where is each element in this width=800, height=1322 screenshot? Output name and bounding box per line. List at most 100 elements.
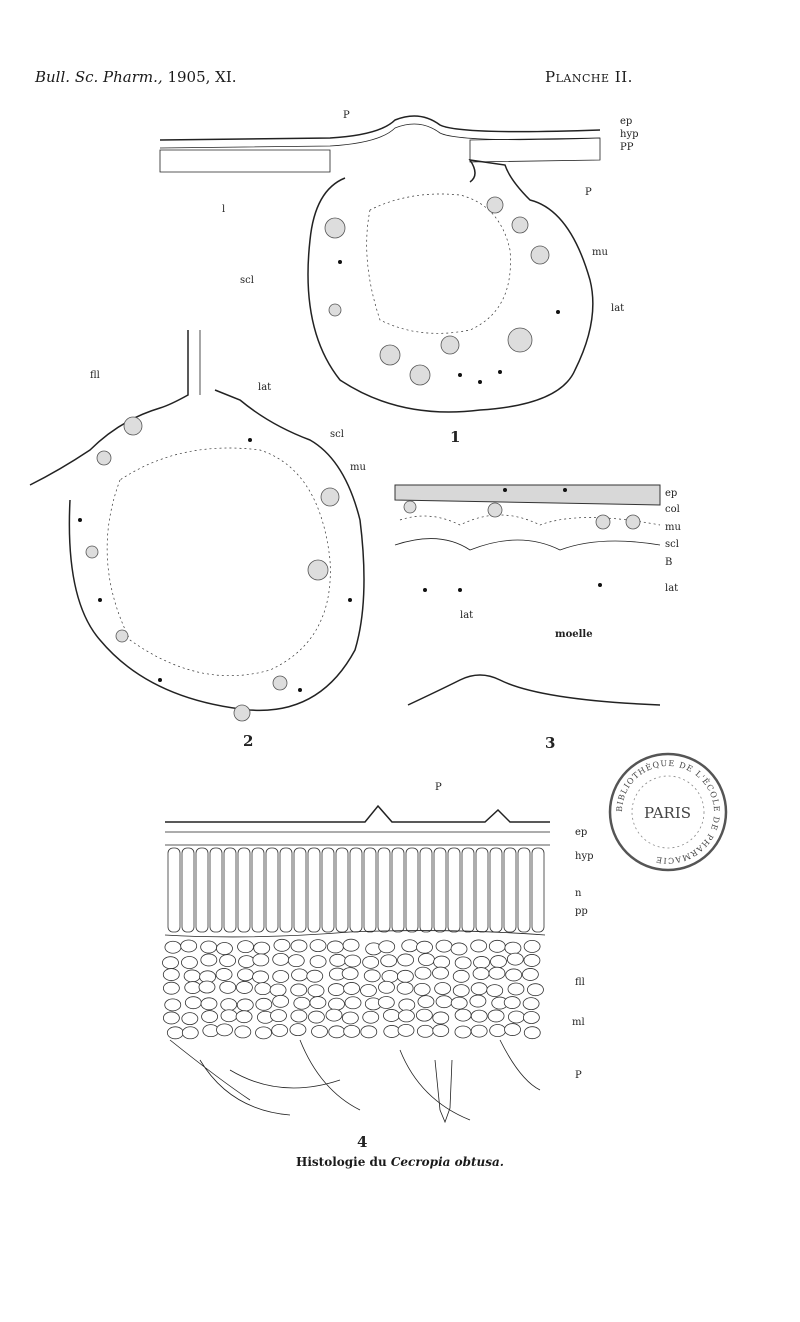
spongy-cell [473,956,490,969]
spongy-cell [415,1008,433,1022]
spongy-cell [215,968,233,981]
spongy-cell [507,982,525,996]
spongy-cell [344,996,362,1010]
spongy-cell [504,941,522,955]
spongy-cell [254,982,272,996]
spongy-cell [271,1024,289,1037]
spongy-cell [290,939,308,953]
figure-2: fll lat scl mu 2 [29,330,366,750]
fig1-label-hyp: hyp [620,129,639,140]
spongy-cell [506,952,524,966]
fig4-label-fll: fll [575,977,585,988]
palisade-cells [167,847,545,933]
palisade-cell [391,847,405,933]
palisade-cell [251,847,265,933]
spongy-cell [452,969,470,983]
fig4-label-ml: ml [572,1017,585,1028]
spongy-cell [344,954,362,968]
spongy-cell [253,941,271,955]
journal-title: Bull. Sc. Pharm., [35,68,163,86]
spongy-cell [435,995,453,1009]
fig4-number: 4 [357,1133,367,1151]
journal-year-volume: 1905, XI. [167,68,237,86]
spongy-cell [184,996,202,1010]
fig4-label-pp: pp [575,906,588,917]
palisade-cell [265,847,279,933]
palisade-cell [223,847,237,933]
fig3-label-col: col [665,504,680,515]
spongy-cell [523,954,541,967]
spongy-cell [309,955,327,968]
spongy-cell [307,984,325,998]
spongy-cell [450,996,468,1010]
spongy-cell [398,1009,415,1023]
spongy-cell [200,997,218,1011]
spongy-cell [325,1008,343,1022]
palisade-cell [531,847,545,933]
spongy-cell [162,1011,180,1025]
spongy-cell [504,1023,521,1036]
spongy-cell [398,998,416,1012]
spongy-cell [234,1025,252,1039]
fig4-label-p-top: P [435,782,442,793]
spongy-cell [417,995,435,1009]
spongy-cell [216,1023,233,1037]
caption-species: Cecropia obtusa. [390,1155,504,1169]
spongy-cell [470,982,488,996]
spongy-cell [432,1024,450,1037]
spongy-cell [272,952,290,966]
spongy-cell [219,980,237,994]
spongy-cell [470,939,488,953]
fig4-label-n: n [575,888,582,899]
fig1-label-mu: mu [592,247,608,258]
spongy-cell [523,1026,541,1040]
palisade-cell [433,847,447,933]
fig1-label-l: l [222,204,225,215]
spongy-cell [309,939,327,953]
spongy-cell [432,966,449,980]
spongy-cell [523,940,541,953]
fig1-label-p: P [343,110,350,121]
fig1-label-lat: lat [611,303,624,314]
spongy-cell [252,970,269,984]
spongy-cell [521,968,539,981]
fig3-label-lat-right: lat [665,583,678,594]
spongy-cell [503,996,521,1009]
spongy-cell [200,940,218,954]
palisade-cell [307,847,321,933]
spongy-cell [383,1025,401,1038]
palisade-cell [447,847,461,933]
fig2-label-scl: scl [330,429,344,440]
spongy-cell [326,940,344,954]
palisade-cell [167,847,181,933]
spongy-cell [162,956,179,970]
fig2-label-fll: fll [90,370,100,381]
spongy-cell [381,970,399,983]
spongy-cell [414,966,432,980]
spongy-cell [416,1024,434,1038]
spongy-cell [216,942,233,955]
plate-number: Planche II. [545,68,633,86]
stamp-center-text: PARIS [644,804,691,822]
spongy-cell [378,980,395,994]
spongy-cell [470,1009,488,1023]
spongy-cell [291,968,308,982]
spongy-cell [235,1010,253,1024]
spongy-cell [252,953,270,967]
spongy-cell [306,969,324,983]
spongy-cell [220,1009,238,1023]
spongy-cell [383,1009,400,1022]
palisade-cell [195,847,209,933]
palisade-cell [363,847,377,933]
spongy-cell [183,969,201,983]
spongy-cell [328,1025,346,1039]
library-stamp: BIBLIOTHÈQUE DE L'ÉCOLE DE PHARMACIE PAR… [608,752,728,872]
spongy-cell [527,983,544,997]
palisade-cell [279,847,293,933]
spongy-cell [434,982,452,995]
spongy-cell [236,981,253,994]
palisade-cell [293,847,307,933]
spongy-cell [360,1025,378,1039]
spongy-cell [522,997,540,1011]
